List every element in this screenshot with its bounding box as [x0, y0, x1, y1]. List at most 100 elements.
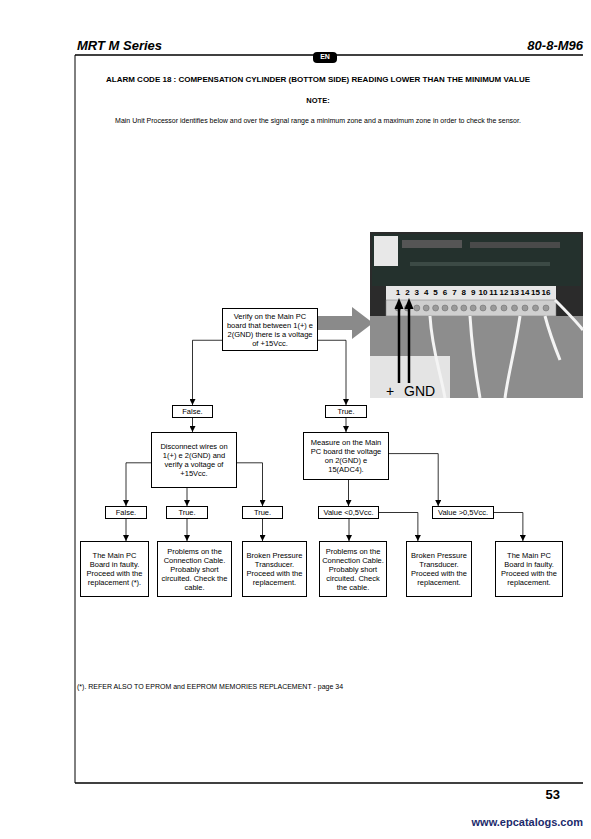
outcome-label-box: True. — [242, 506, 283, 519]
ground-label: GND — [404, 383, 444, 399]
footnote: (*). REFER ALSO TO EPROM and EEPROM MEMO… — [77, 683, 477, 691]
pin-number: 1 — [391, 288, 405, 297]
wire — [555, 300, 583, 330]
pcb-connector — [374, 236, 398, 266]
process-box: Disconnect wires on 1(+) e 2(GND) and ve… — [151, 432, 237, 488]
flow-connector — [193, 340, 223, 405]
flow-connector — [262, 519, 263, 541]
box-text: The Main PC Board in faulty. Proceed wit… — [498, 551, 560, 587]
pin-number: 15 — [529, 288, 543, 297]
photo-frame — [370, 232, 583, 398]
terminal-screws — [395, 305, 549, 311]
process-box: Measure on the Main PC board the voltage… — [303, 432, 389, 480]
outcome-label-box: False. — [105, 506, 147, 519]
terminal-screw — [480, 305, 486, 311]
terminal-screw — [461, 305, 467, 311]
pin-number: 9 — [466, 288, 480, 297]
box-text: True. — [254, 508, 271, 517]
wire — [545, 316, 560, 360]
flow-connector — [348, 480, 349, 506]
result-box: Problems on the Connection Cable. Probab… — [157, 541, 232, 597]
pin-number: 10 — [476, 288, 490, 297]
pin-number: 12 — [497, 288, 511, 297]
box-text: False. — [116, 508, 136, 517]
box-text: Broken Pressure Transducer. Proceed with… — [245, 551, 304, 587]
outcome-label-box: Value <0,5Vcc. — [318, 506, 379, 519]
terminal-screw — [404, 305, 410, 311]
flow-connector — [187, 488, 188, 506]
flow-connector — [237, 463, 263, 506]
box-text: True. — [178, 508, 195, 517]
language-code: EN — [313, 53, 337, 61]
pcb-component — [470, 242, 560, 248]
terminal-screw — [470, 305, 476, 311]
box-text: Problems on the Connection Cable. Probab… — [322, 547, 384, 592]
wire — [505, 316, 520, 398]
board-photo — [370, 232, 583, 398]
photo-lower — [370, 316, 583, 398]
flow-connector — [187, 519, 188, 541]
language-badge — [313, 52, 337, 63]
flow-connector — [389, 454, 438, 506]
box-text: Value >0,5Vcc. — [438, 508, 488, 517]
box-text: False. — [182, 407, 202, 416]
page-number: 53 — [500, 788, 560, 803]
outcome-label-box: True. — [166, 506, 208, 519]
terminal-screw — [491, 305, 497, 311]
terminal-screw — [522, 305, 528, 311]
terminal-screw — [433, 305, 439, 311]
pin-number: 3 — [410, 288, 424, 297]
series-name: MRT M Series — [77, 39, 277, 54]
pin-number: 11 — [487, 288, 501, 297]
pin-number: 2 — [400, 288, 414, 297]
flow-connector — [318, 340, 346, 405]
flow-connector — [494, 513, 523, 542]
process-box: Verify on the Main PC board that between… — [222, 308, 318, 351]
flow-connector — [349, 519, 350, 541]
terminal-screw — [442, 305, 448, 311]
box-text: The Main PC Board in faulty. Proceed wit… — [83, 551, 146, 587]
result-box: Problems on the Connection Cable. Probab… — [319, 541, 387, 597]
flow-connector — [126, 519, 127, 541]
terminal-screw — [533, 305, 539, 311]
pin-number: 16 — [539, 288, 553, 297]
terminal-screw — [423, 305, 429, 311]
footer-rule — [75, 782, 583, 784]
pin-pointer-head — [395, 298, 404, 309]
pin-pointer-head — [405, 298, 414, 309]
box-text: Problems on the Connection Cable. Probab… — [160, 547, 229, 592]
flow-connector — [379, 513, 418, 542]
terminal-screw — [451, 305, 457, 311]
outcome-label-box: False. — [172, 405, 213, 418]
pcb-trace — [410, 262, 550, 266]
terminal-screw — [414, 305, 420, 311]
box-text: Disconnect wires on 1(+) e 2(GND) and ve… — [154, 442, 234, 478]
pin-number: 4 — [419, 288, 433, 297]
photo-wires — [430, 300, 583, 398]
note-heading: NOTE: — [218, 97, 418, 106]
pin-number: 7 — [447, 288, 461, 297]
pointer-arrow — [318, 307, 373, 339]
flow-connector — [346, 418, 347, 432]
watermark: www.epcatalogs.com — [383, 816, 583, 829]
box-text: Verify on the Main PC board that between… — [225, 312, 315, 348]
outcome-label-box: True. — [325, 405, 367, 418]
pcb-area — [372, 234, 581, 286]
pin-pointer — [408, 306, 411, 383]
terminal-screw — [395, 305, 401, 311]
pin-number: 13 — [508, 288, 522, 297]
document-code: 80-8-M96 — [383, 39, 583, 54]
terminal-screw — [501, 305, 507, 311]
terminal-screw — [543, 305, 549, 311]
pin-pointer — [398, 306, 401, 383]
flow-connector — [192, 418, 193, 432]
pcb-component — [402, 240, 462, 248]
flow-connector — [126, 463, 151, 506]
pin-number: 8 — [457, 288, 471, 297]
note-text: Main Unit Processor identifies below and… — [18, 117, 591, 125]
box-text: Measure on the Main PC board the voltage… — [306, 438, 386, 474]
result-box: Broken Pressure Transducer. Proceed with… — [406, 541, 472, 597]
pin-number: 6 — [438, 288, 452, 297]
result-box: The Main PC Board in faulty. Proceed wit… — [80, 541, 149, 597]
pin-number: 5 — [429, 288, 443, 297]
